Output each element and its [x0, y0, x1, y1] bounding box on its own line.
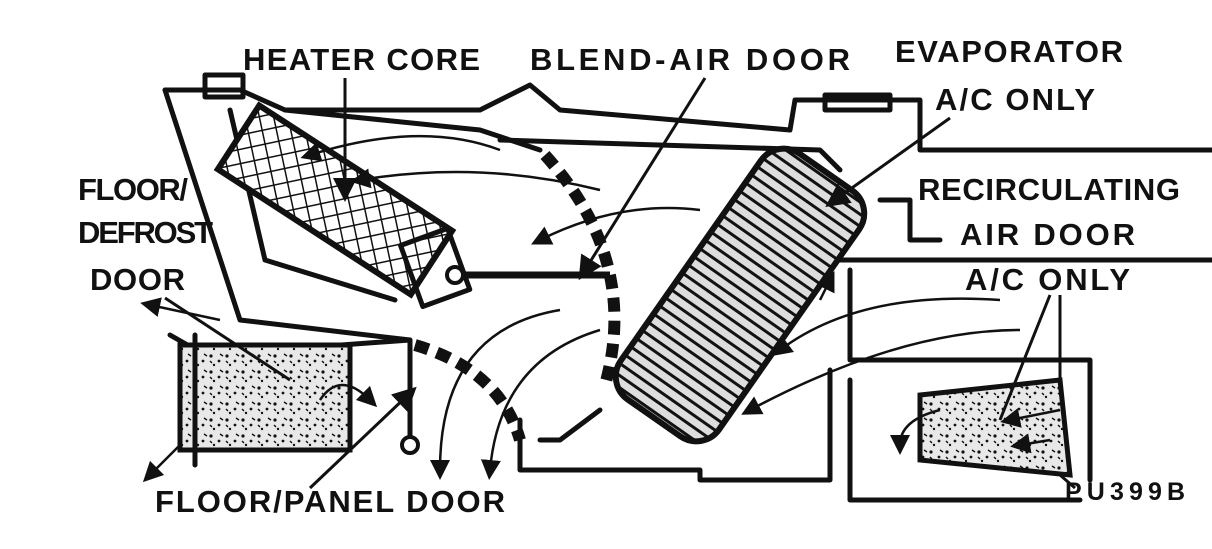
panel-door-swing-arc	[413, 339, 526, 442]
housing-outline	[162, 72, 1212, 503]
figure-code: PU399B	[1065, 478, 1185, 506]
label-recirc-ac-only: A/C ONLY	[965, 262, 1130, 297]
label-recirculating: RECIRCULATING	[918, 172, 1180, 207]
drain-fitting	[822, 92, 893, 113]
heater-core-fitting	[398, 225, 473, 310]
label-floor-defrost-line2: DEFROST	[78, 215, 213, 250]
label-floor-defrost-line3: DOOR	[90, 262, 185, 297]
label-heater-core: HEATER CORE	[243, 42, 480, 77]
floor-defrost-door	[177, 342, 353, 453]
airflow-arrows	[140, 134, 1061, 483]
recirculating-air-door	[917, 377, 1073, 478]
sensor-bulb	[202, 72, 246, 100]
label-evaporator: EVAPORATOR	[895, 34, 1123, 69]
leader-lines	[164, 77, 1076, 490]
evaporator-core	[612, 145, 868, 445]
label-blend-air-door: BLEND-AIR DOOR	[530, 42, 850, 77]
label-recirc-air-door: AIR DOOR	[960, 217, 1135, 252]
label-floor-defrost-line1: FLOOR/	[78, 172, 188, 207]
label-evaporator-ac-only: A/C ONLY	[935, 82, 1095, 117]
label-floor-panel-door: FLOOR/PANEL DOOR	[155, 484, 505, 519]
